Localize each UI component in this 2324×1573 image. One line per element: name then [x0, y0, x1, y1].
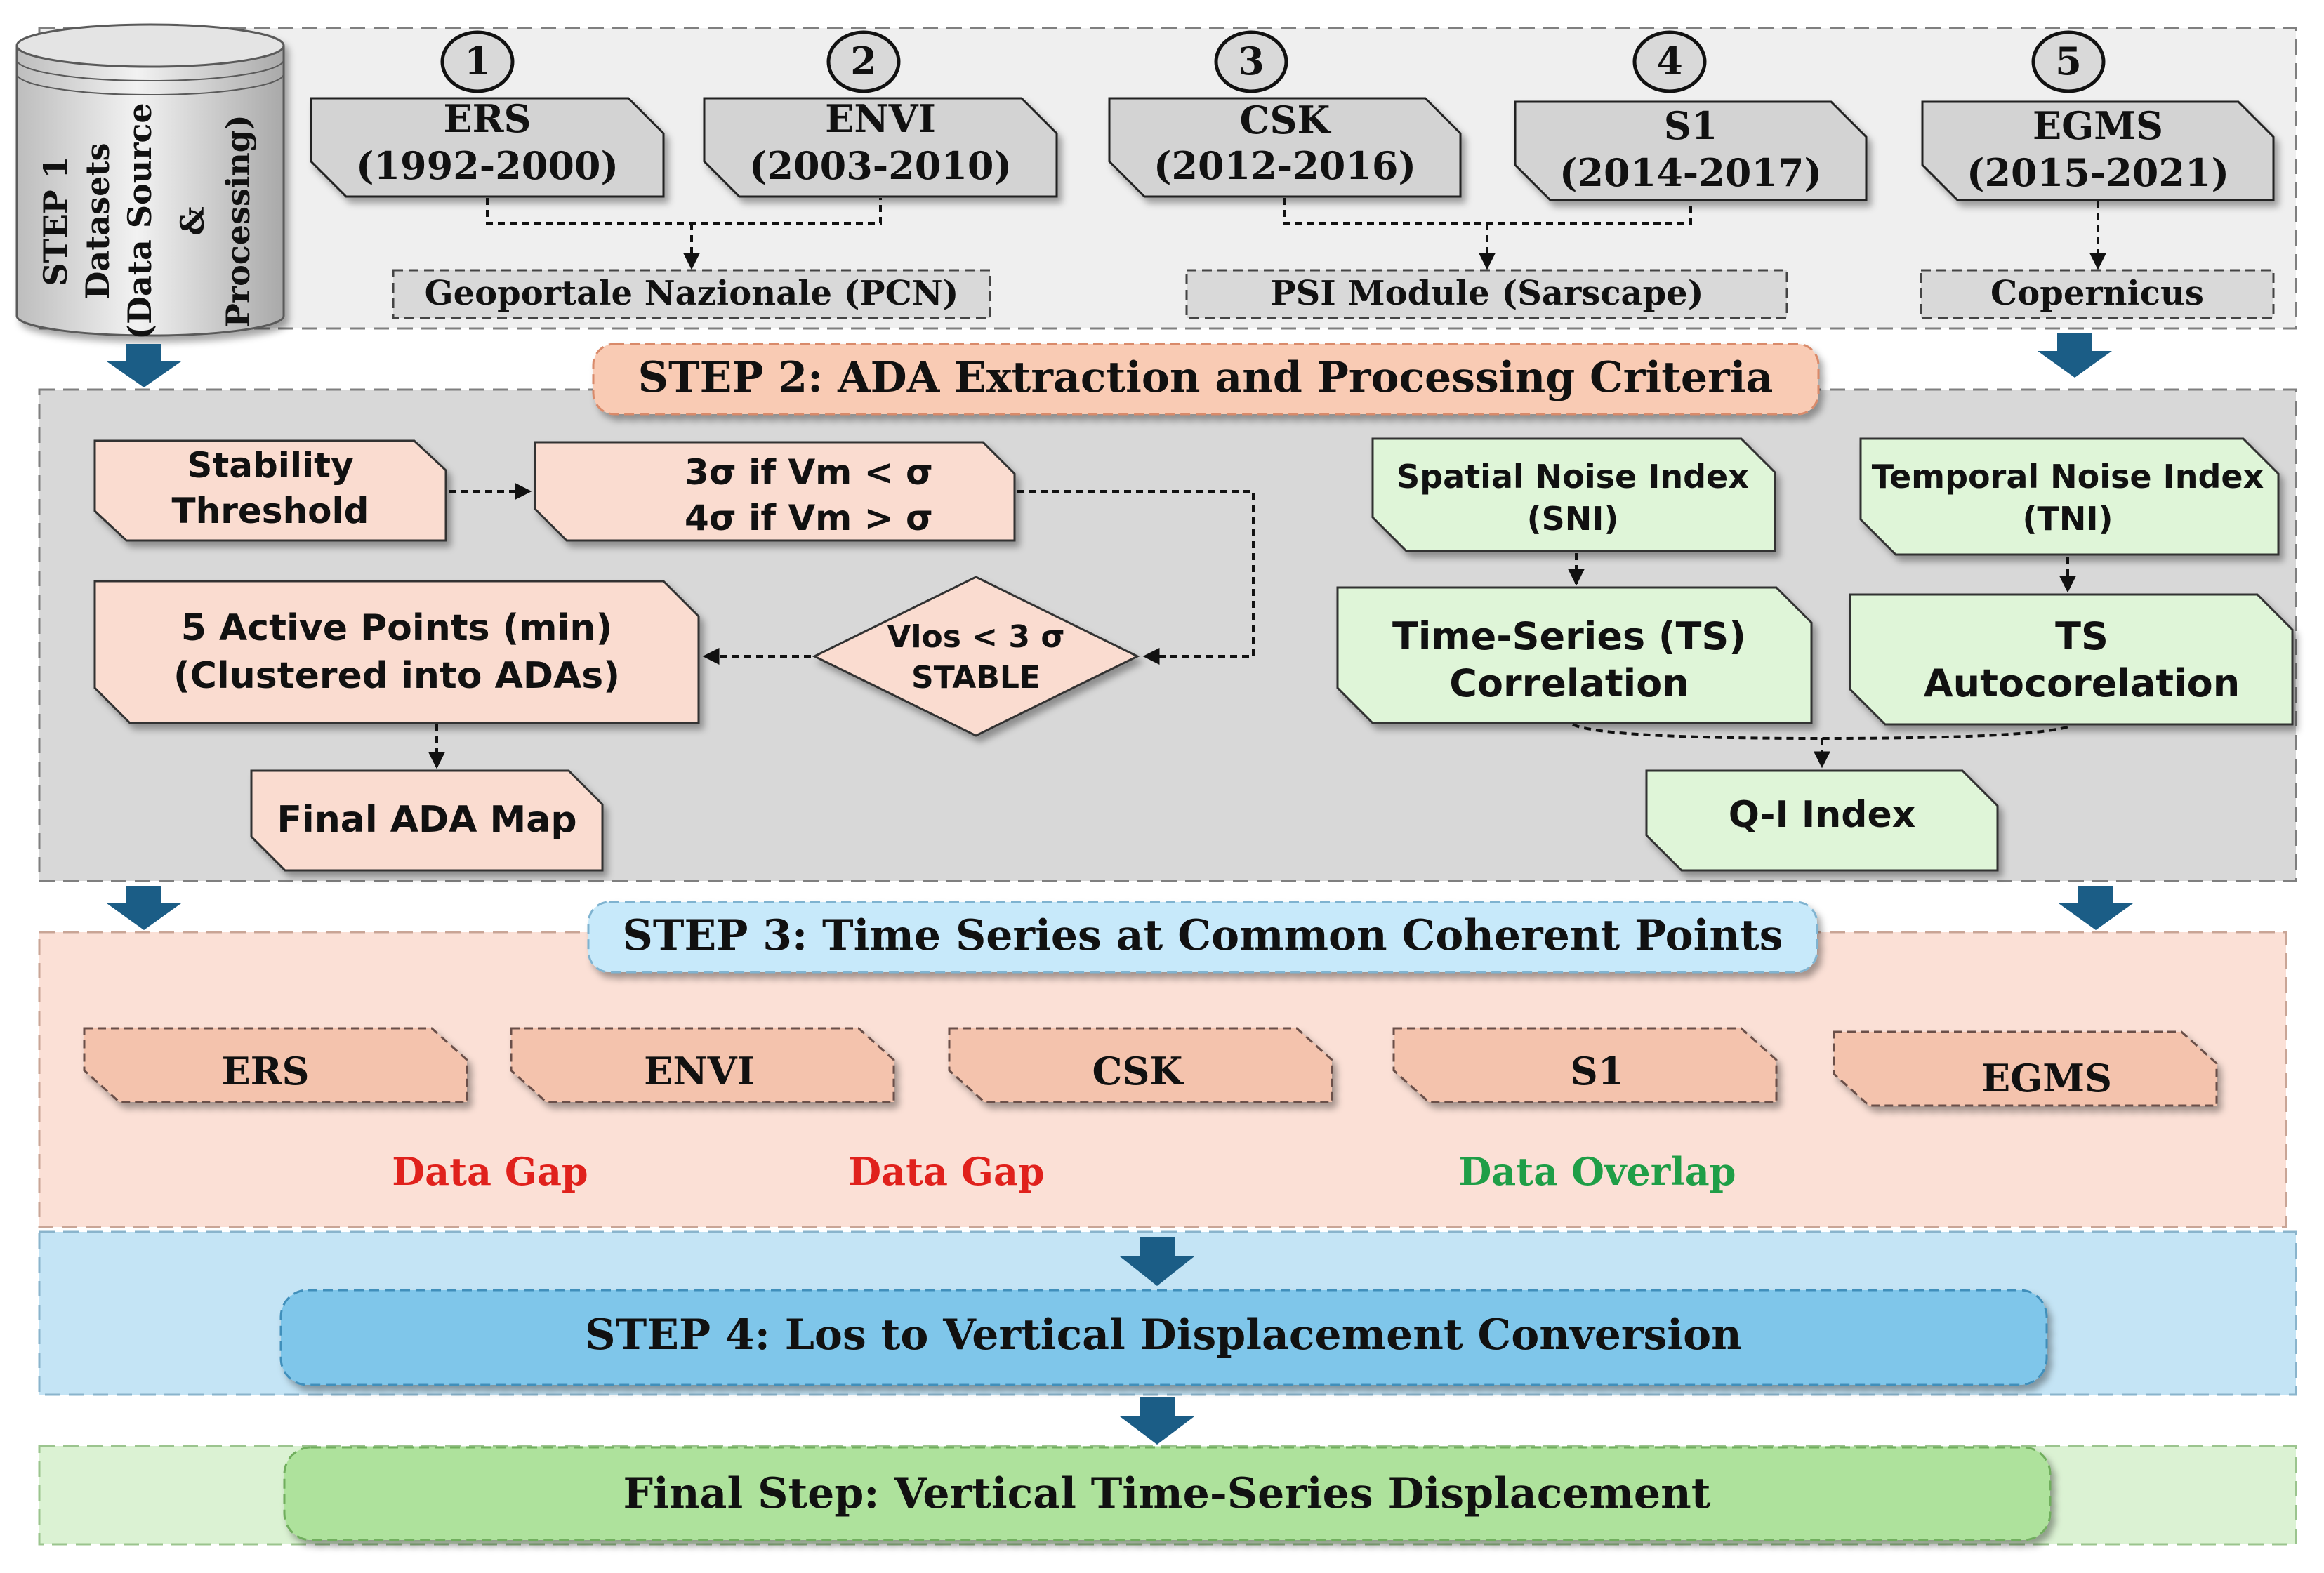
sigma-rule-line2: 4σ if Vm > σ [685, 498, 933, 538]
data-gap-label-1: Data Gap [392, 1149, 588, 1194]
number-badge-2-label: 2 [850, 39, 877, 84]
dataset-name-egms: EGMS [2033, 103, 2163, 148]
qi-index-box [1645, 769, 1999, 872]
source-label-copernicus: Copernicus [1990, 274, 2204, 313]
source-label-pcn: Geoportale Nazionale (PCN) [425, 274, 959, 313]
dataset-card-egms [1921, 100, 2275, 201]
dataset-card-envi [703, 97, 1058, 198]
database-label-line2: Datasets [79, 142, 117, 299]
database-label-line1: STEP 1 [37, 156, 74, 286]
database-icon [15, 23, 285, 337]
number-badge-5: 5 [2031, 30, 2106, 93]
dataset-card-csk [1108, 97, 1462, 198]
ts-correlation-line1: Time-Series (TS) [1392, 614, 1746, 658]
dataset-years-ers: (1992-2000) [356, 143, 619, 188]
connector-ts-to-qi [1572, 723, 2072, 769]
database-label-line3: (Data Source [121, 102, 159, 339]
dataset-name-ers: ERS [443, 96, 531, 141]
tni-line1: Temporal Noise Index [1872, 458, 2264, 496]
active-points-line2: (Clustered into ADAs) [173, 655, 620, 697]
number-badge-1-label: 1 [464, 39, 491, 84]
dataset-card-s1 [1514, 100, 1868, 201]
qi-index-label: Q-I Index [1729, 794, 1916, 836]
stability-threshold-line2: Threshold [172, 491, 369, 531]
dataset-years-egms: (2015-2021) [1967, 150, 2229, 195]
connector-ers-envi-to-pcn [486, 198, 882, 270]
tni-box [1859, 437, 2280, 556]
step3-card-egms [1833, 1030, 2218, 1107]
step4-banner [279, 1289, 2048, 1386]
step3-card-ers [83, 1027, 468, 1103]
step3-label-egms: EGMS [1981, 1056, 2112, 1101]
active-points-box [93, 580, 700, 724]
stability-threshold-box [93, 439, 447, 542]
step3-banner [587, 901, 1818, 974]
number-badge-2: 2 [826, 30, 901, 93]
source-box-psi [1185, 269, 1788, 319]
step3-label-csk: CSK [1092, 1049, 1184, 1094]
database-label-line5: Processing) [219, 114, 257, 327]
dataset-name-envi: ENVI [825, 96, 936, 141]
dataset-years-csk: (2012-2016) [1154, 143, 1416, 188]
data-overlap-label: Data Overlap [1458, 1149, 1736, 1194]
decision-line2: STABLE [911, 660, 1041, 696]
step3-title: STEP 3: Time Series at Common Coherent P… [622, 911, 1783, 960]
number-badge-3-label: 3 [1238, 39, 1265, 84]
step3-label-s1: S1 [1571, 1049, 1625, 1094]
dataset-name-csk: CSK [1240, 98, 1332, 142]
sni-line2: (SNI) [1527, 500, 1619, 538]
final-ada-map-box [250, 769, 604, 872]
number-badge-4-label: 4 [1656, 39, 1683, 84]
number-badge-3: 3 [1214, 30, 1288, 93]
tni-line2: (TNI) [2022, 500, 2113, 538]
ts-correlation-line2: Correlation [1449, 661, 1689, 705]
number-badge-1: 1 [440, 30, 515, 93]
source-box-copernicus [1920, 269, 2275, 319]
final-ada-map-label: Final ADA Map [277, 799, 576, 841]
active-points-line1: 5 Active Points (min) [181, 607, 612, 649]
sni-box [1371, 437, 1776, 552]
database-label-line4: & [173, 206, 211, 236]
ts-autocorrelation-box [1849, 593, 2294, 726]
sigma-rule-line1: 3σ if Vm < σ [685, 452, 933, 493]
down-arrow-icon [1120, 1237, 1194, 1286]
number-badge-4: 4 [1632, 30, 1707, 93]
ts-correlation-box [1336, 586, 1813, 724]
stable-decision-diamond [812, 576, 1140, 737]
step4-title: STEP 4: Los to Vertical Displacement Con… [585, 1310, 1742, 1360]
step3-label-ers: ERS [221, 1049, 309, 1094]
stability-threshold-line1: Stability [187, 445, 353, 486]
arrow-sigma-to-decision [1017, 490, 1255, 665]
down-arrow-icon [2038, 333, 2112, 378]
down-arrow-icon [1120, 1397, 1194, 1445]
step3-card-envi [510, 1027, 895, 1103]
step3-card-csk [948, 1027, 1333, 1103]
dataset-card-ers [310, 97, 665, 198]
dataset-years-envi: (2003-2010) [749, 143, 1012, 188]
source-label-psi: PSI Module (Sarscape) [1271, 274, 1704, 313]
final-step-banner [283, 1446, 2052, 1541]
ts-autocorrelation-line1: TS [2055, 614, 2108, 658]
data-gap-label-2: Data Gap [848, 1149, 1044, 1194]
sni-line1: Spatial Noise Index [1397, 458, 1749, 496]
connector-csk-s1-to-psi [1283, 198, 1692, 270]
dataset-years-s1: (2014-2017) [1559, 150, 1822, 195]
step2-title: STEP 2: ADA Extraction and Processing Cr… [638, 353, 1774, 402]
decision-line1: Vlos < 3 σ [887, 619, 1064, 655]
final-step-title: Final Step: Vertical Time-Series Displac… [623, 1469, 1711, 1518]
down-arrow-icon [107, 886, 181, 930]
number-badge-5-label: 5 [2055, 39, 2082, 84]
dataset-name-s1: S1 [1664, 103, 1718, 148]
sigma-rule-box [534, 441, 1016, 542]
step3-label-envi: ENVI [644, 1049, 755, 1094]
down-arrow-icon [107, 344, 181, 387]
step2-banner [592, 343, 1820, 416]
source-box-pcn [392, 269, 991, 319]
ts-autocorrelation-line2: Autocorelation [1924, 661, 2240, 705]
step3-card-s1 [1392, 1027, 1778, 1103]
down-arrow-icon [2059, 886, 2133, 930]
